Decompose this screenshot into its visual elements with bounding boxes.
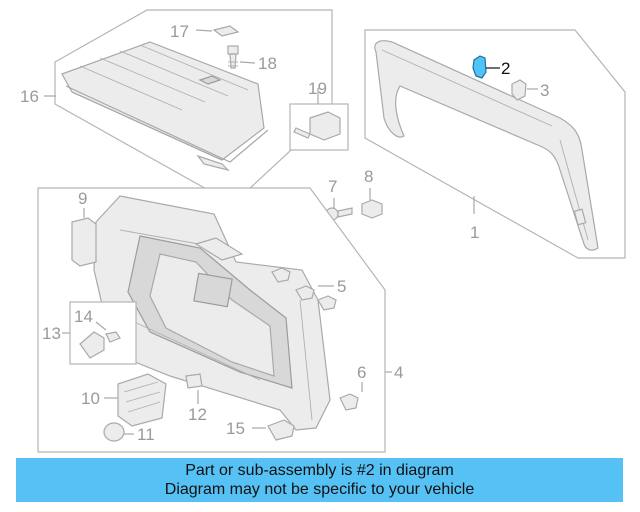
part-19-group: [289, 88, 349, 151]
clip-part-6[interactable]: [339, 393, 359, 411]
callout-1: 1: [470, 223, 479, 242]
callout-12: 12: [188, 405, 207, 424]
cap-part-11[interactable]: [103, 422, 125, 442]
info-banner: Part or sub-assembly is #2 in diagram Di…: [16, 458, 623, 502]
callout-9: 9: [78, 189, 87, 208]
bracket-part-19[interactable]: [309, 111, 341, 141]
pad-part-12[interactable]: [185, 373, 203, 389]
cover-part-9[interactable]: [71, 217, 97, 267]
callout-14: 14: [74, 307, 93, 326]
callout-13: 13: [42, 324, 61, 343]
push-pin-part-18[interactable]: [227, 45, 239, 69]
callout-6: 6: [357, 363, 366, 382]
callout-18: 18: [258, 54, 277, 73]
banner-line-2: Diagram may not be specific to your vehi…: [164, 481, 475, 498]
clip-part-17[interactable]: [212, 25, 240, 37]
lamp-part-13[interactable]: [79, 331, 105, 359]
callout-4: 4: [394, 363, 403, 382]
callout-19: 19: [308, 79, 327, 98]
cargo-cover-group: [54, 9, 333, 205]
callout-3: 3: [540, 81, 549, 100]
callout-7: 7: [328, 177, 337, 196]
callout-17: 17: [170, 22, 189, 41]
weatherstrip-frame[interactable]: [374, 40, 599, 251]
callout-15: 15: [226, 419, 245, 438]
callout-2: 2: [501, 59, 510, 78]
banner-line-1: Part or sub-assembly is #2 in diagram: [185, 462, 454, 479]
clip-part-15[interactable]: [267, 419, 295, 441]
clip-part-2[interactable]: [472, 55, 487, 79]
clip-part-5[interactable]: [271, 267, 337, 311]
callout-11: 11: [137, 425, 155, 444]
callout-10: 10: [81, 389, 100, 408]
tailgate-trim-group: [37, 187, 392, 453]
clip-part-3[interactable]: [511, 79, 527, 101]
callout-5: 5: [337, 277, 346, 296]
weatherstrip-group: [364, 29, 626, 259]
nut-part-8[interactable]: [361, 188, 383, 219]
handle-part-10[interactable]: [117, 373, 167, 427]
callout-8: 8: [364, 167, 373, 186]
callout-16: 16: [20, 87, 39, 106]
bulb-part-14[interactable]: [105, 331, 121, 343]
